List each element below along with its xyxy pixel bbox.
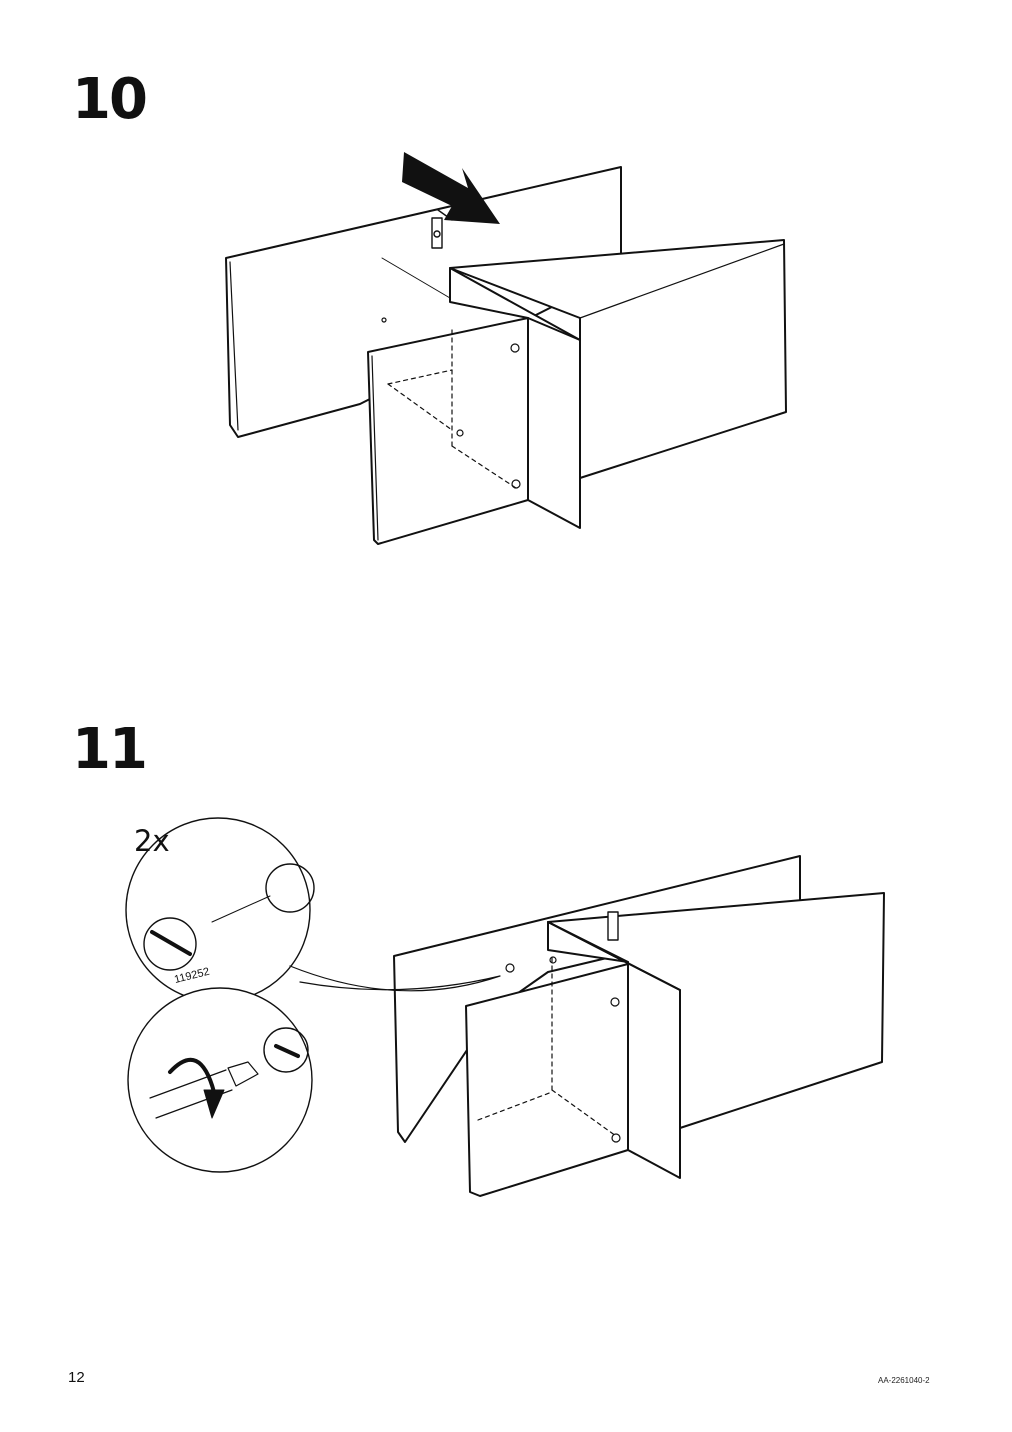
bracket-icon [431,209,453,249]
step-number-10: 10 [72,67,148,132]
bracket-icon [607,911,619,941]
quantity-label: 2x [134,824,170,858]
back-panel-step10 [225,166,622,438]
clockwise-arrow-icon [168,1057,216,1094]
divider-step11 [465,921,681,1197]
step-number-11: 11 [72,717,148,782]
detail-circle-screwdriver [127,987,313,1173]
cam-lock-holes-step11 [505,956,621,1143]
front-panel-step10 [449,239,787,479]
divider-step10 [367,267,581,545]
cam-lock-icon [143,863,315,971]
push-arrow-icon [402,152,500,224]
page-number: 12 [68,1369,85,1386]
document-code: AA-2261040-2 [878,1376,930,1385]
screwdriver-icon [149,1061,259,1119]
cam-lock-icon [381,317,521,489]
